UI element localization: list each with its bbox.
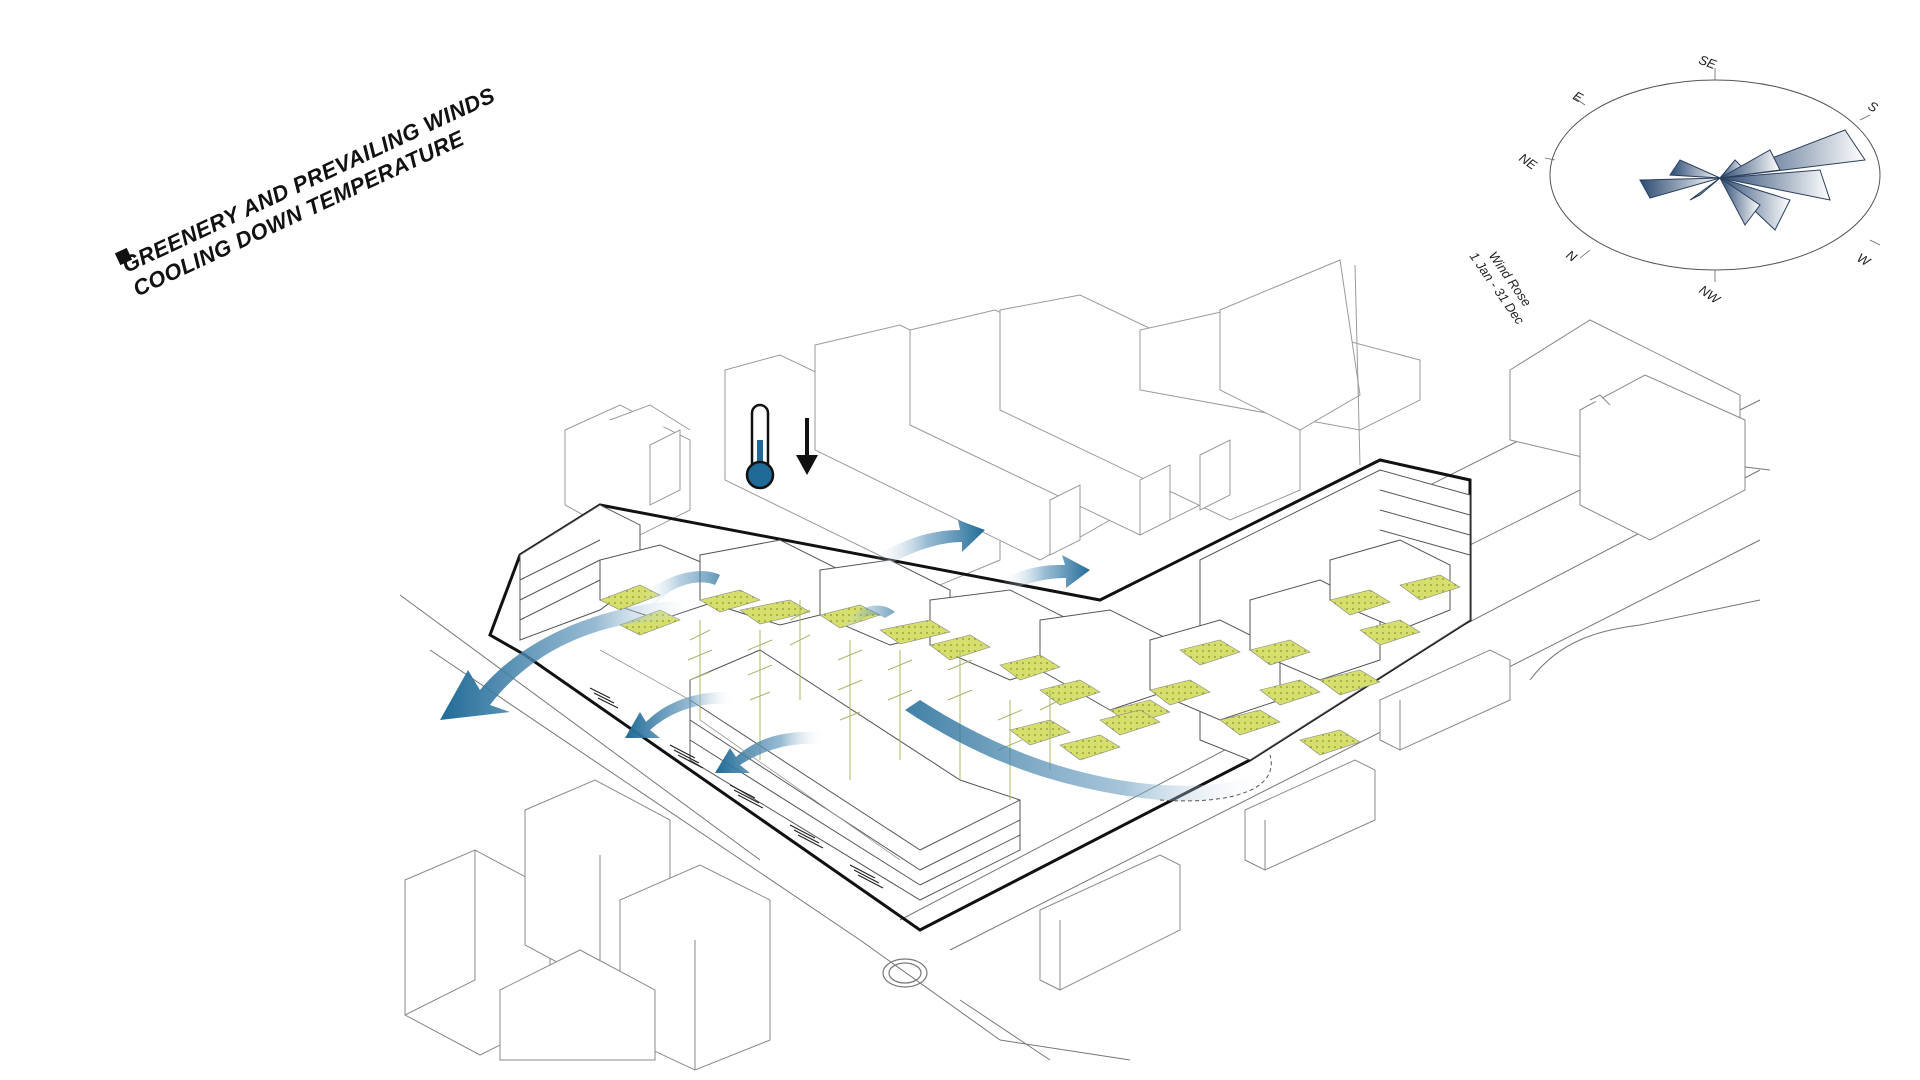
- temperature-down-arrow-icon: [796, 418, 818, 475]
- context-buildings-right: [1039, 319, 1746, 991]
- wind-arrows: [440, 520, 1272, 802]
- thermometer-icon: [745, 403, 775, 490]
- wind-rose: [1544, 68, 1881, 282]
- wind-swirl-mid: [840, 605, 895, 632]
- context-buildings-top: [564, 259, 1421, 586]
- courtyard-paths: [599, 649, 901, 861]
- wind-arrow-north-1: [870, 520, 985, 570]
- wind-arrow-north-2: [1000, 555, 1090, 592]
- wind-band-courtyard: [905, 700, 1272, 801]
- trees: [687, 600, 1061, 800]
- wind-swirl-upper: [640, 571, 720, 605]
- wind-arrow-west: [440, 600, 700, 720]
- context-buildings-bottom-left: [404, 779, 771, 1071]
- wind-arrow-south: [715, 731, 825, 773]
- wind-arrow-mid: [625, 691, 735, 738]
- green-roofs: [599, 574, 1461, 761]
- stairs: [589, 687, 884, 889]
- roundabout: [882, 958, 928, 988]
